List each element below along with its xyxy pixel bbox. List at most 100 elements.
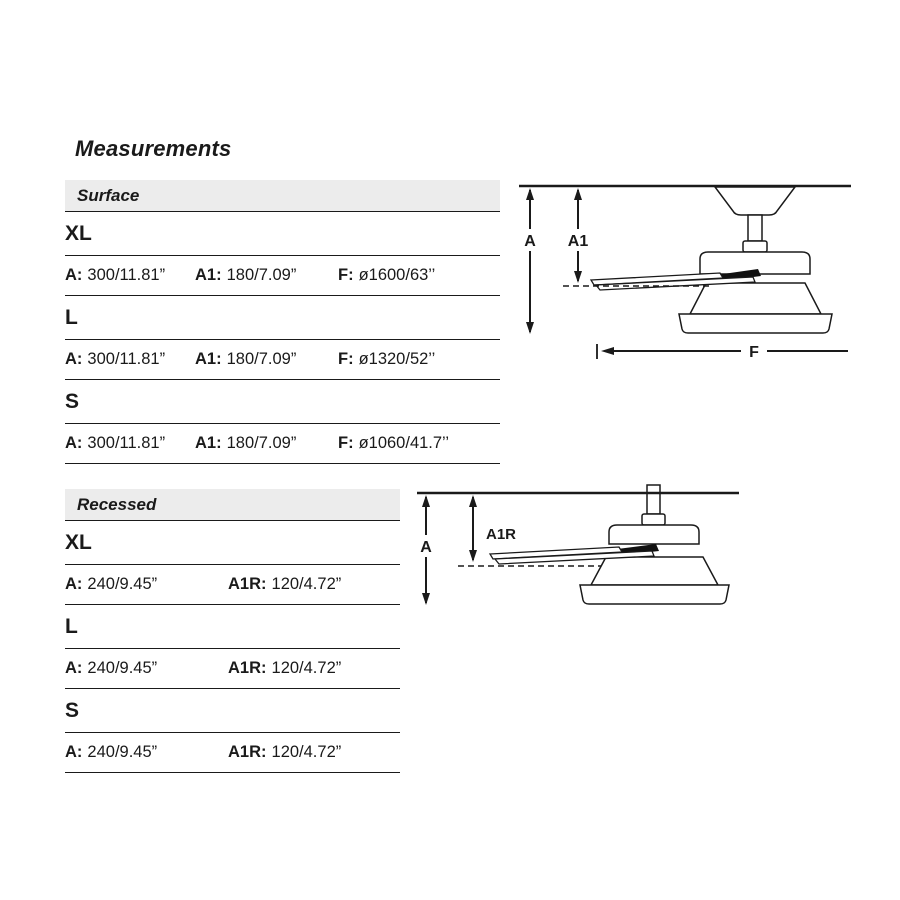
- dimension-label-a1: A1: [568, 233, 589, 250]
- surface-fan-drawing: A A1 F: [519, 184, 851, 361]
- spec-label: A:: [65, 743, 83, 761]
- spec-label: A1:: [195, 350, 222, 368]
- size-row-l: L: [65, 605, 400, 649]
- size-label: L: [65, 305, 78, 329]
- spec-label: A1R:: [228, 575, 267, 593]
- spec-a: A:300/11.81”: [65, 350, 195, 369]
- spec-a1r: A1R:120/4.72”: [228, 575, 341, 594]
- spec-a: A:240/9.45”: [65, 743, 228, 762]
- spec-a1: A1:180/7.09”: [195, 350, 338, 369]
- surface-mount-diagram: A A1 F: [515, 178, 855, 368]
- spec-row-surface-l: A:300/11.81” A1:180/7.09” F:ø1320/52’’: [65, 340, 500, 380]
- recessed-fan-drawing: A A1R: [415, 484, 739, 605]
- spec-value: 240/9.45”: [87, 575, 158, 593]
- spec-label: A1:: [195, 266, 222, 284]
- spec-value: 240/9.45”: [87, 659, 158, 677]
- fan-body: [688, 282, 823, 315]
- recessed-mount-diagram: A A1R: [413, 483, 743, 618]
- spec-label: A1:: [195, 434, 222, 452]
- label-mask: [519, 229, 541, 251]
- fan-body: [589, 556, 720, 586]
- spec-f: F:ø1060/41.7’’: [338, 434, 449, 453]
- spec-label: A:: [65, 350, 83, 368]
- dimension-label-a: A: [420, 539, 432, 556]
- spec-row-recessed-xl: A:240/9.45” A1R:120/4.72”: [65, 565, 400, 605]
- fan-shade: [579, 584, 730, 605]
- spec-label: F:: [338, 350, 354, 368]
- spec-value: ø1060/41.7’’: [358, 434, 450, 452]
- fan-canopy: [713, 186, 797, 216]
- size-row-xl: XL: [65, 212, 500, 256]
- spec-label: F:: [338, 266, 354, 284]
- fan-blade: [493, 550, 655, 565]
- spec-a: A:240/9.45”: [65, 575, 228, 594]
- spec-value: 120/4.72”: [271, 743, 342, 761]
- spec-label: A:: [65, 575, 83, 593]
- label-mask: [415, 535, 437, 557]
- recessed-table-header: Recessed: [65, 489, 400, 521]
- arrowhead-down-icon: [422, 593, 430, 605]
- spec-value: 300/11.81”: [87, 266, 166, 284]
- fan-shade: [678, 313, 833, 334]
- spec-a: A:240/9.45”: [65, 659, 228, 678]
- size-label: XL: [65, 530, 92, 554]
- fan-coupler: [641, 513, 666, 526]
- fan-downrod: [747, 214, 763, 242]
- spec-label: A1R:: [228, 659, 267, 677]
- surface-table: Surface XL A:300/11.81” A1:180/7.09” F:ø…: [65, 180, 500, 464]
- spec-value: 120/4.72”: [271, 575, 342, 593]
- spec-value: ø1320/52’’: [358, 350, 436, 368]
- dimension-label-a: A: [524, 233, 536, 250]
- arrowhead-up-icon: [469, 495, 477, 507]
- spec-value: 300/11.81”: [87, 434, 166, 452]
- arrowhead-up-icon: [526, 188, 534, 200]
- spec-a1r: A1R:120/4.72”: [228, 743, 341, 762]
- label-mask: [563, 229, 593, 251]
- size-label: S: [65, 389, 80, 413]
- spec-value: 180/7.09”: [226, 350, 297, 368]
- fan-coupler: [742, 240, 768, 253]
- size-label: L: [65, 614, 78, 638]
- arrowhead-up-icon: [422, 495, 430, 507]
- page-title: Measurements: [75, 136, 232, 161]
- size-label: XL: [65, 221, 92, 245]
- spec-a: A:300/11.81”: [65, 434, 195, 453]
- spec-f: F:ø1320/52’’: [338, 350, 435, 369]
- spec-row-recessed-l: A:240/9.45” A1R:120/4.72”: [65, 649, 400, 689]
- spec-value: ø1600/63’’: [358, 266, 436, 284]
- spec-value: 240/9.45”: [87, 743, 158, 761]
- arrowhead-down-icon: [574, 271, 582, 283]
- dimension-label-f: F: [749, 344, 759, 361]
- fan-motor: [699, 251, 811, 275]
- size-row-s: S: [65, 689, 400, 733]
- spec-value: 180/7.09”: [226, 434, 297, 452]
- spec-row-surface-s: A:300/11.81” A1:180/7.09” F:ø1060/41.7’’: [65, 424, 500, 464]
- spec-label: A1R:: [228, 743, 267, 761]
- spec-a1: A1:180/7.09”: [195, 434, 338, 453]
- size-label: S: [65, 698, 80, 722]
- spec-a1: A1:180/7.09”: [195, 266, 338, 285]
- size-row-s: S: [65, 380, 500, 424]
- arrowhead-down-icon: [526, 322, 534, 334]
- spec-value: 300/11.81”: [87, 350, 166, 368]
- spec-a1r: A1R:120/4.72”: [228, 659, 341, 678]
- dimension-label-a1r: A1R: [486, 526, 516, 543]
- arrowhead-left-icon: [601, 347, 614, 355]
- spec-label: F:: [338, 434, 354, 452]
- surface-table-header: Surface: [65, 180, 500, 212]
- arrowhead-down-icon: [469, 550, 477, 562]
- fan-downrod: [646, 484, 661, 515]
- fan-motor: [608, 524, 700, 545]
- spec-value: 120/4.72”: [271, 659, 342, 677]
- spec-value: 180/7.09”: [226, 266, 297, 284]
- spec-f: F:ø1600/63’’: [338, 266, 435, 285]
- size-row-l: L: [65, 296, 500, 340]
- spec-label: A:: [65, 434, 83, 452]
- spec-label: A:: [65, 266, 83, 284]
- arrowhead-up-icon: [574, 188, 582, 200]
- size-row-xl: XL: [65, 521, 400, 565]
- spec-a: A:300/11.81”: [65, 266, 195, 285]
- recessed-table: Recessed XL A:240/9.45” A1R:120/4.72” L …: [65, 489, 400, 773]
- spec-row-surface-xl: A:300/11.81” A1:180/7.09” F:ø1600/63’’: [65, 256, 500, 296]
